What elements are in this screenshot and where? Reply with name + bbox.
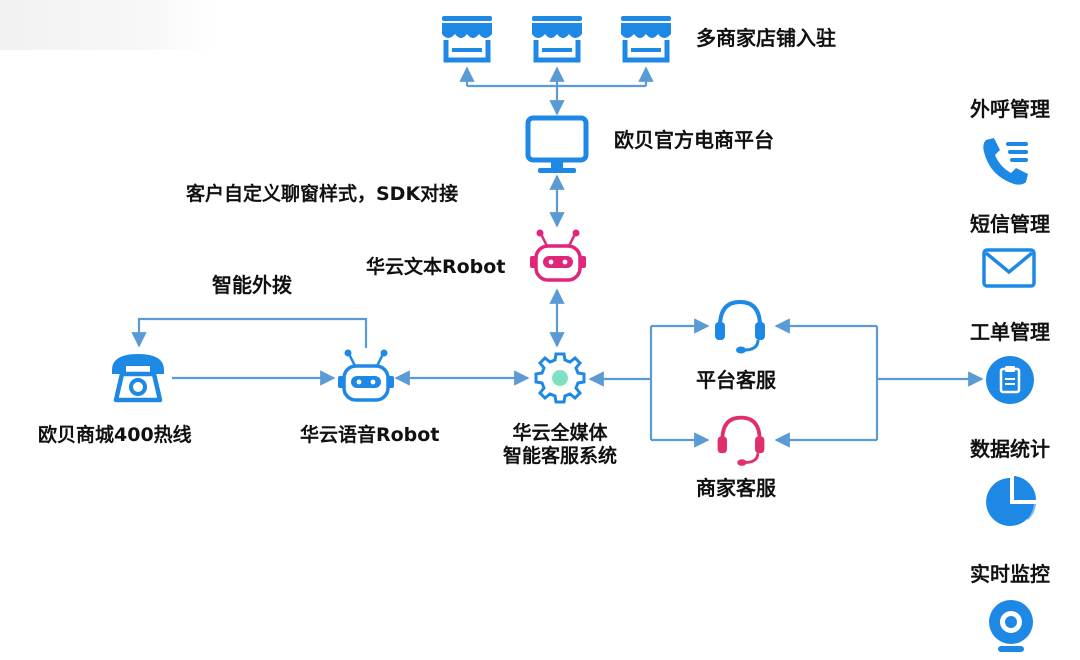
envelope-icon [982, 248, 1036, 288]
store-icon [532, 16, 582, 63]
hotline-label: 欧贝商城400热线 [38, 424, 192, 446]
gear-icon [534, 352, 586, 404]
text-robot-icon [530, 229, 586, 282]
store-icon [442, 16, 492, 63]
telephone-icon [112, 354, 164, 403]
webcam-icon [989, 600, 1033, 652]
headset-icon [717, 415, 765, 466]
sidebar-label-stats: 数据统计 [970, 437, 1050, 461]
headset-icon [715, 299, 765, 354]
merchant-cs-label: 商家客服 [696, 476, 776, 500]
clipboard-icon [986, 356, 1034, 404]
omni-system-label: 华云全媒体 智能客服系统 [496, 422, 624, 468]
multi-merchant-label: 多商家店铺入驻 [696, 26, 836, 50]
sidebar-label-monitor: 实时监控 [970, 562, 1050, 586]
pie-chart-icon [986, 476, 1037, 526]
custom-chat-sdk-label: 客户自定义聊窗样式，SDK对接 [186, 183, 459, 205]
omni-system-line1: 华云全媒体 [512, 422, 608, 444]
text-robot-label: 华云文本Robot [366, 256, 506, 278]
voice-robot-icon [338, 349, 394, 402]
smart-outbound-label: 智能外拨 [212, 273, 292, 297]
sidebar-label-sms: 短信管理 [970, 212, 1050, 236]
phone-list-icon [983, 138, 1028, 185]
store-icon [621, 16, 671, 63]
ecommerce-platform-label: 欧贝官方电商平台 [614, 128, 774, 152]
voice-robot-label: 华云语音Robot [300, 424, 440, 446]
monitor-icon [525, 115, 589, 173]
faded-header-remnant [0, 0, 215, 50]
sidebar-label-ticket: 工单管理 [970, 320, 1050, 344]
platform-cs-label: 平台客服 [696, 368, 776, 392]
sidebar-label-outbound: 外呼管理 [970, 97, 1050, 121]
omni-system-line2: 智能客服系统 [502, 444, 617, 467]
